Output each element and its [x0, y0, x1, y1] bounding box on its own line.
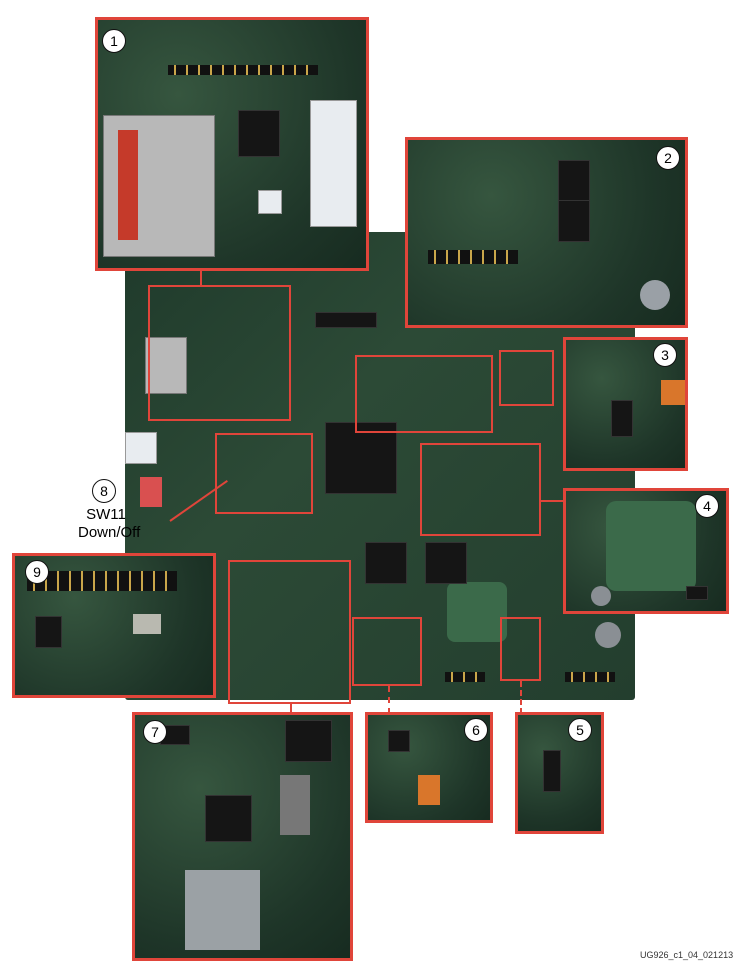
callout-2-detail — [405, 137, 688, 328]
gnd-plane — [606, 501, 696, 591]
gnd-plane — [447, 582, 507, 642]
j61-connector — [258, 190, 282, 214]
jtag-header — [27, 571, 177, 591]
sw11-power-switch[interactable] — [140, 477, 162, 507]
switch-state: Down/Off — [78, 524, 141, 541]
j35-jumper[interactable] — [388, 730, 410, 752]
callout-number-1: 1 — [102, 29, 126, 53]
sw15-dip-switch[interactable] — [558, 160, 590, 202]
j14-jumper[interactable] — [543, 750, 561, 792]
callout-number-4: 4 — [695, 494, 719, 518]
oscillator — [133, 614, 161, 634]
battery — [591, 586, 611, 606]
ddr-chip — [425, 542, 467, 584]
sd-card — [118, 130, 138, 240]
sd-card-slot — [145, 337, 187, 394]
board-region-2 — [355, 355, 493, 433]
j13-jumper[interactable] — [611, 400, 633, 437]
callout-number-5: 5 — [568, 718, 592, 742]
zynq-soc-chip — [325, 422, 397, 494]
callout-9-detail — [12, 553, 216, 698]
connector-line-6 — [388, 686, 390, 714]
callout-number-7: 7 — [143, 720, 167, 744]
fmc-connector — [315, 312, 377, 328]
callout-7-detail — [132, 712, 353, 961]
jumper-headers — [428, 250, 518, 264]
switch-name: SW11 — [86, 506, 126, 523]
ethernet-phy — [205, 795, 252, 842]
pmod-header — [445, 672, 485, 682]
ic-chip — [285, 720, 332, 762]
crystal — [280, 775, 310, 835]
connector-line-7 — [290, 704, 292, 714]
capacitor — [418, 775, 440, 805]
pmod-header — [565, 672, 615, 682]
callout-number-9: 9 — [25, 560, 49, 584]
board-region-9 — [215, 433, 313, 514]
power-connector — [125, 432, 157, 464]
callout-1-detail — [95, 17, 369, 271]
capacitor — [661, 380, 685, 405]
mh5-screw — [640, 280, 670, 310]
callout-number-3: 3 — [653, 343, 677, 367]
sw11-label: SW11 Down/Off — [78, 506, 141, 542]
ic-chip — [238, 110, 280, 157]
figure-id: UG926_c1_04_021213 — [640, 950, 734, 960]
sw10-dip-switch[interactable] — [35, 616, 62, 648]
ddr-chip — [365, 542, 407, 584]
callout-5-detail — [515, 712, 604, 834]
connector-line-4 — [540, 500, 565, 502]
connector-line-5 — [520, 681, 522, 714]
callout-number-8: 8 — [92, 479, 116, 503]
connector-line-1 — [200, 268, 202, 286]
board-region-4 — [420, 443, 541, 536]
ethernet-jack — [185, 870, 260, 950]
j11-jumper[interactable] — [686, 586, 708, 600]
sw12-dip-switch[interactable] — [558, 200, 590, 242]
callout-number-2: 2 — [656, 146, 680, 170]
board-region-1 — [148, 285, 291, 421]
board-region-5 — [500, 617, 541, 681]
battery — [595, 622, 621, 648]
board-region-7 — [228, 560, 351, 704]
xadc-header — [310, 100, 357, 227]
jumper-row — [168, 65, 318, 75]
board-region-6 — [352, 617, 422, 686]
callout-number-6: 6 — [464, 718, 488, 742]
board-region-3 — [499, 350, 554, 406]
